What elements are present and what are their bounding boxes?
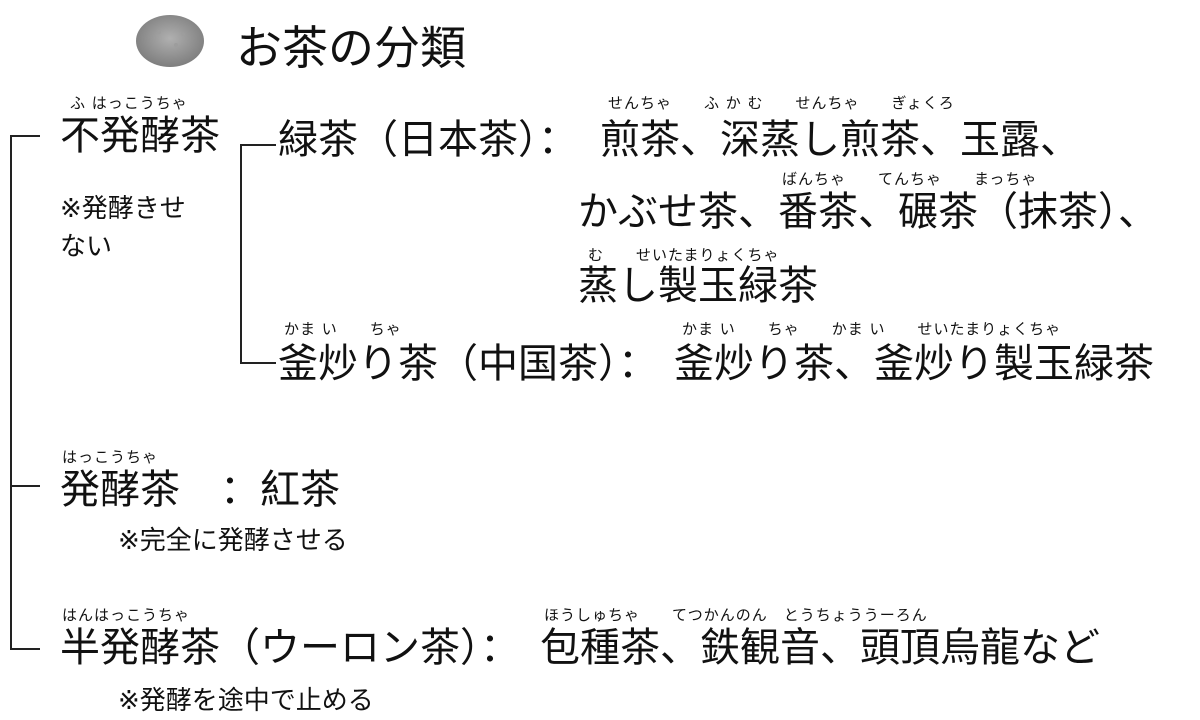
title-badge-icon [128, 10, 212, 72]
category-fuhakkocha-note-1: ※発酵きせ [60, 194, 186, 224]
branch-ryokucha-items-1: 煎茶、深蒸し煎茶、玉露、 [600, 117, 1080, 163]
page-title: お茶の分類 [236, 21, 466, 75]
sub-tree-vertical [240, 144, 242, 364]
main-tree-tick-mid [10, 485, 40, 487]
branch-ryokucha-items-ruby-1: せんちゃ ふ か む せんちゃ ぎょくろ [608, 94, 955, 112]
main-tree-vertical [10, 135, 12, 650]
main-tree-tick-top [10, 135, 40, 137]
main-tree-tick-bottom [10, 648, 40, 650]
branch-ryokucha-label: 緑茶（日本茶）： [278, 117, 578, 163]
category-hanhakkocha-note: ※発酵を途中で止める [118, 686, 374, 716]
sub-tree-tick-bottom [240, 362, 276, 364]
branch-ryokucha-items-ruby-2: ばんちゃ てんちゃ まっちゃ [782, 170, 1038, 188]
category-fuhakkocha-note-2: ない [60, 232, 113, 262]
branch-ryokucha-items-ruby-3: む せいたまりょくちゃ [588, 246, 780, 264]
ruby-hanhakkocha: はんはっこうちゃ [62, 606, 191, 624]
category-hanhakkocha-items-ruby: ほうしゅちゃ てつかんのん とうちょううーろん [544, 606, 928, 624]
ruby-fuhakkocha: ふ はっこうちゃ [70, 94, 188, 112]
category-hanhakkocha-items: 包種茶、鉄観音、頭頂烏龍など [540, 625, 1100, 671]
branch-kamairi-items: 釜炒り茶、釜炒り製玉緑茶 [674, 341, 1154, 387]
branch-kamairi-label: 釜炒り茶（中国茶）： [278, 341, 658, 387]
category-hanhakkocha-label: 半発酵茶（ウーロン茶）： [60, 625, 520, 671]
category-hakkocha-note: ※完全に発酵させる [118, 526, 348, 556]
ruby-hakkocha: はっこうちゃ [62, 448, 159, 466]
branch-ryokucha-items-2: かぶせ茶、番茶、碾茶（抹茶）、 [578, 189, 1158, 235]
branch-kamairi-ruby: かま い ちゃ [284, 320, 402, 338]
sub-tree-tick-top [240, 144, 276, 146]
branch-kamairi-items-ruby: かま い ちゃ かま い せいたまりょくちゃ [682, 320, 1062, 338]
category-hakkocha-label: 発酵茶 ：紅茶 [60, 467, 340, 513]
branch-ryokucha-items-3: 蒸し製玉緑茶 [578, 263, 818, 309]
category-fuhakkocha-label: 不発酵茶 [60, 113, 220, 159]
